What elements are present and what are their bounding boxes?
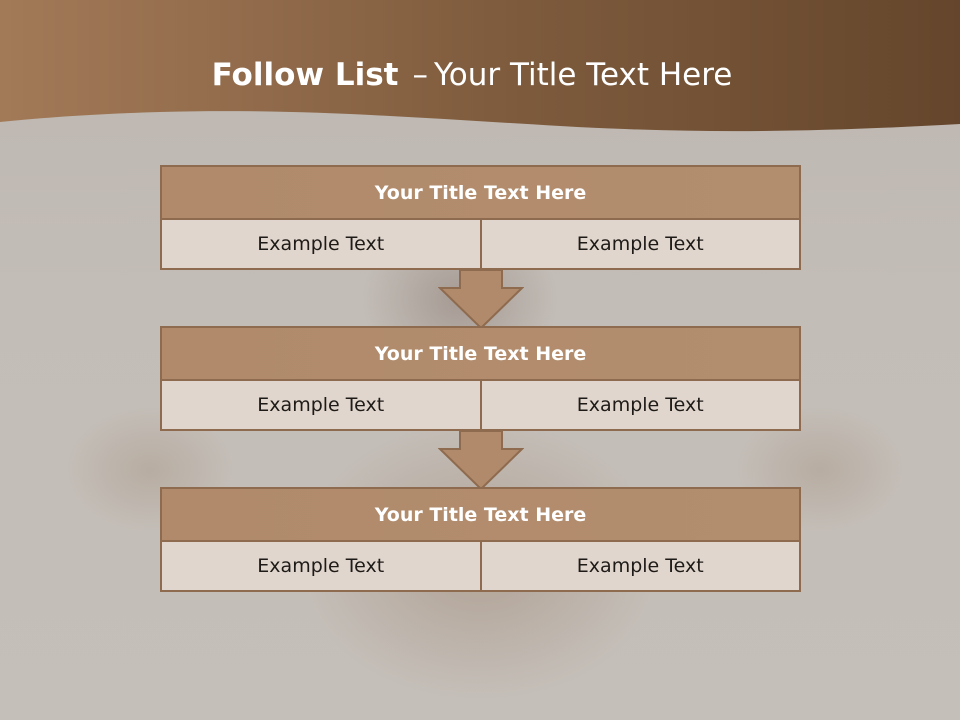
block-cell-left: Example Text	[257, 394, 385, 416]
header-band	[0, 0, 960, 132]
title-rest: Your Title Text Here	[433, 57, 733, 93]
block-row: Example Text Example Text	[160, 381, 801, 431]
block-cell-right: Example Text	[479, 381, 800, 429]
list-block-1: Your Title Text Here Example Text Exampl…	[160, 165, 801, 270]
list-block-2: Your Title Text Here Example Text Exampl…	[160, 326, 801, 431]
title-bold: Follow List	[211, 57, 399, 93]
block-title: Your Title Text Here	[160, 165, 801, 220]
block-cell-right: Example Text	[479, 220, 800, 268]
title-dash: –	[412, 57, 428, 93]
block-row: Example Text Example Text	[160, 220, 801, 270]
block-title: Your Title Text Here	[160, 326, 801, 381]
list-block-3: Your Title Text Here Example Text Exampl…	[160, 487, 801, 592]
block-cell-left: Example Text	[257, 233, 385, 255]
block-cell-right: Example Text	[479, 542, 800, 590]
down-arrow-icon	[438, 431, 524, 491]
block-cell-left: Example Text	[257, 555, 385, 577]
down-arrow-icon	[438, 270, 524, 330]
slide-title: Follow List–Your Title Text Here	[0, 52, 944, 98]
block-title: Your Title Text Here	[160, 487, 801, 542]
block-row: Example Text Example Text	[160, 542, 801, 592]
